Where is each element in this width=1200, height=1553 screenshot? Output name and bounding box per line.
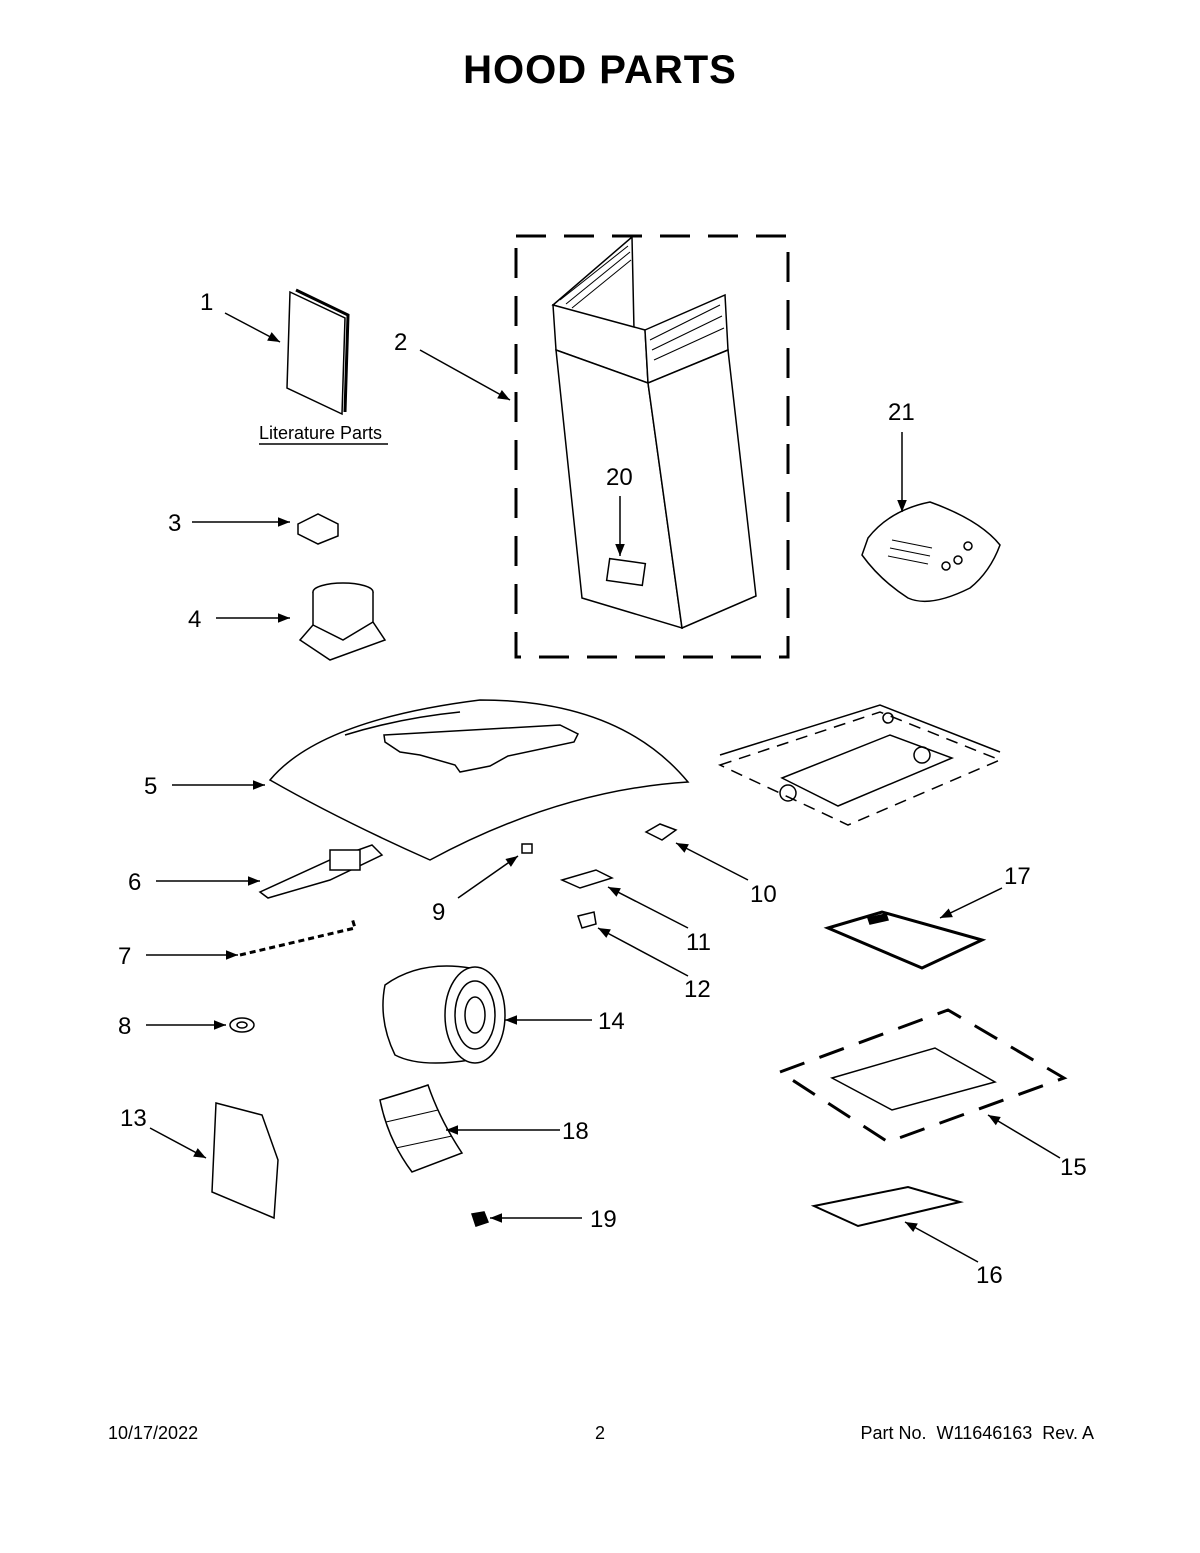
part-2-chimney-cover[interactable] — [514, 234, 790, 659]
leader-11 — [607, 886, 689, 929]
callout-10: 10 — [750, 881, 777, 908]
footer-part-label: Part No. — [860, 1423, 927, 1443]
callout-13: 13 — [120, 1105, 147, 1132]
footer-revision: Rev. A — [1042, 1423, 1094, 1443]
part-13-back-panel[interactable] — [211, 1102, 279, 1220]
callout-8: 8 — [118, 1013, 131, 1040]
part-9-connector[interactable] — [521, 843, 533, 854]
part-7-wire-harness[interactable] — [239, 917, 357, 957]
part-3-bracket[interactable] — [297, 513, 339, 545]
callout-2: 2 — [394, 329, 407, 356]
footer-page-number: 2 — [594, 1423, 605, 1443]
callout-4: 4 — [188, 606, 201, 633]
callout-12: 12 — [684, 976, 711, 1003]
leader-13 — [149, 1127, 207, 1159]
callout-16: 16 — [976, 1262, 1003, 1289]
hood-body-assembly[interactable] — [717, 704, 1002, 826]
leader-1 — [224, 312, 281, 343]
part-14-blower-motor[interactable] — [382, 965, 506, 1064]
literature-parts-label: Literature Parts — [259, 423, 382, 443]
part-6-light-housing[interactable] — [258, 844, 384, 899]
callout-21: 21 — [888, 399, 915, 426]
callout-6: 6 — [128, 869, 141, 896]
leader-9 — [457, 855, 519, 899]
callout-18: 18 — [562, 1118, 589, 1145]
footer-part-number: W11646163 — [936, 1423, 1033, 1443]
callout-19: 19 — [590, 1206, 617, 1233]
page-title: HOOD PARTS — [463, 48, 737, 92]
leader-arrows — [146, 312, 1061, 1263]
callout-3: 3 — [168, 510, 181, 537]
callout-20: 20 — [606, 464, 633, 491]
callout-15: 15 — [1060, 1154, 1087, 1181]
leader-17 — [939, 887, 1003, 919]
callout-17: 17 — [1004, 863, 1031, 890]
footer-date: 10/17/2022 — [108, 1423, 199, 1443]
part-19-fastener[interactable] — [471, 1211, 489, 1227]
leader-15 — [987, 1114, 1061, 1159]
leader-2 — [419, 349, 511, 401]
footer-part-info: Part No. W11646163 Rev. A — [861, 1423, 1094, 1444]
callout-7: 7 — [118, 943, 131, 970]
part-10-control-board[interactable] — [644, 823, 678, 841]
leader-10 — [675, 842, 749, 881]
leader-16 — [904, 1221, 979, 1263]
part-18-duct-cover[interactable] — [379, 1084, 464, 1173]
callout-numbers: 1 2 3 4 5 6 7 8 9 10 11 12 13 14 15 16 1… — [118, 289, 1087, 1289]
part-21-installation-template[interactable] — [861, 501, 1001, 603]
part-20-rating-label[interactable] — [605, 557, 647, 587]
part-11-switch-board[interactable] — [559, 869, 614, 889]
part-8-grommet[interactable] — [229, 1017, 255, 1033]
callout-5: 5 — [144, 773, 157, 800]
part-15-charcoal-filter-kit[interactable] — [776, 1008, 1068, 1144]
callout-1: 1 — [200, 289, 213, 316]
part-12-switch-box[interactable] — [577, 911, 597, 929]
part-16-charcoal-filter[interactable] — [810, 1185, 964, 1228]
part-17-grease-filter[interactable] — [823, 910, 987, 970]
callout-14: 14 — [598, 1008, 625, 1035]
leader-12 — [597, 927, 689, 977]
callout-11: 11 — [686, 929, 711, 956]
callout-9: 9 — [432, 899, 445, 926]
part-1-literature-booklet[interactable] — [286, 288, 350, 416]
part-5-glass-canopy[interactable] — [268, 699, 690, 861]
part-4-damper-housing[interactable] — [298, 582, 387, 661]
